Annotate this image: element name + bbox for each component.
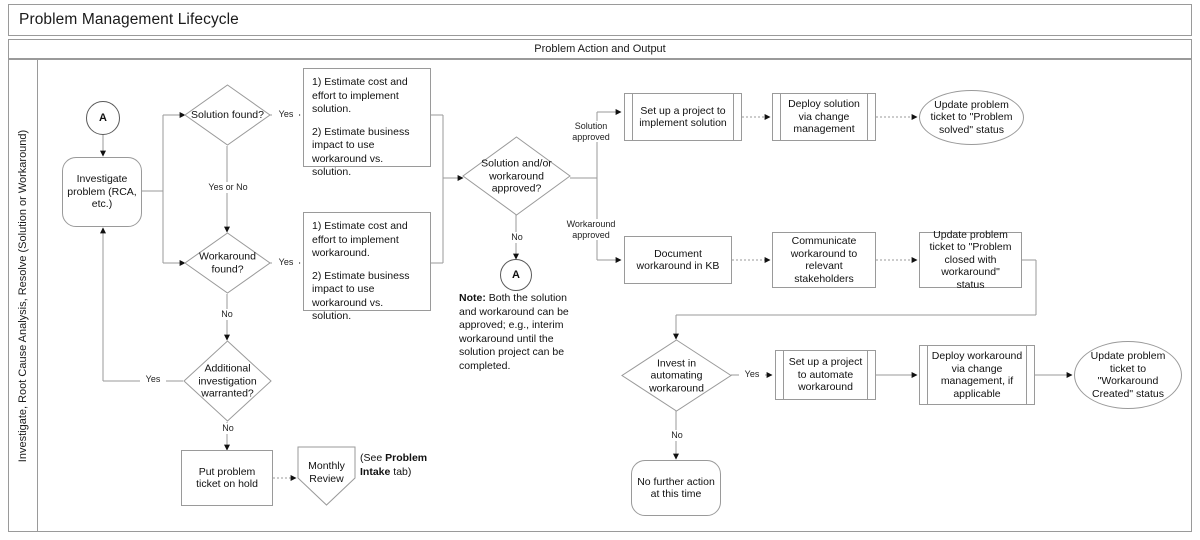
- note-estimate-solution-line2: 2) Estimate business impact to use worka…: [312, 125, 410, 179]
- swimlane-label: Investigate, Root Cause Analysis, Resolv…: [17, 129, 29, 462]
- decision-invest-automating: Invest in automating workaround: [621, 339, 732, 412]
- decision-invest-automating-label: Invest in automating workaround: [649, 356, 704, 394]
- note-see-problem-intake-tab: (See Problem Intake tab): [360, 452, 450, 484]
- swimlane-header: Investigate, Root Cause Analysis, Resolv…: [9, 60, 38, 531]
- edge-label-invest-no: No: [664, 430, 690, 441]
- node-deploy-workaround: Deploy workaround via change management,…: [919, 345, 1035, 405]
- note-estimate-solution-line1: 1) Estimate cost and effort to implement…: [312, 76, 408, 115]
- page-title: Problem Management Lifecycle: [19, 11, 239, 28]
- edge-label-solution-approved: Solution approved: [561, 121, 621, 142]
- note-approval-body: Both the solution and workaround can be …: [459, 292, 569, 372]
- decision-workaround-found: Workaround found?: [184, 232, 271, 294]
- note-approval-explanation: Note: Both the solution and workaround c…: [459, 292, 587, 376]
- node-communicate-workaround: Communicate workaround to relevant stake…: [772, 232, 876, 288]
- node-investigate-problem-label: Investigate problem (RCA, etc.): [67, 173, 137, 211]
- connector-a-top-label: A: [99, 111, 107, 124]
- node-deploy-workaround-label: Deploy workaround via change management,…: [931, 350, 1023, 400]
- decision-solution-found: Solution found?: [184, 84, 271, 146]
- title-bar: Problem Management Lifecycle: [8, 4, 1192, 36]
- note-approval-label: Note:: [459, 292, 486, 304]
- note-estimate-workaround: 1) Estimate cost and effort to implement…: [303, 212, 431, 322]
- node-put-ticket-on-hold-label: Put problem ticket on hold: [196, 465, 258, 491]
- edge-label-approval-no: No: [504, 232, 530, 243]
- edge-label-additional-yes: Yes: [140, 374, 166, 385]
- node-update-ticket-closed-workaround-label: Update problem ticket to "Problem closed…: [929, 228, 1012, 291]
- decision-approval: Solution and/or workaround approved?: [462, 136, 571, 216]
- pentagon-shape: [297, 446, 356, 506]
- note-estimate-workaround-line1: 1) Estimate cost and effort to implement…: [312, 220, 408, 259]
- node-deploy-solution-label: Deploy solution via change management: [788, 98, 860, 136]
- decision-approval-label: Solution and/or workaround approved?: [481, 157, 552, 195]
- node-document-workaround: Document workaround in KB: [624, 236, 732, 284]
- node-setup-project-automate: Set up a project to automate workaround: [775, 350, 876, 400]
- node-monthly-review: Monthly Review: [297, 446, 356, 506]
- decision-solution-found-label: Solution found?: [191, 108, 264, 121]
- edge-label-additional-no: No: [215, 423, 241, 434]
- node-no-further-action-label: No further action at this time: [637, 475, 715, 501]
- see-tab-bold: Problem Intake: [360, 452, 428, 478]
- node-update-ticket-workaround-created-label: Update problem ticket to "Workaround Cre…: [1090, 350, 1166, 400]
- node-put-ticket-on-hold: Put problem ticket on hold: [181, 450, 273, 506]
- node-investigate-problem: Investigate problem (RCA, etc.): [62, 157, 142, 227]
- diamond-shape: [621, 339, 732, 412]
- connector-a-bottom: A: [500, 259, 532, 291]
- note-estimate-solution: 1) Estimate cost and effort to implement…: [303, 68, 431, 178]
- column-band: Problem Action and Output: [8, 39, 1192, 59]
- see-tab-suffix: tab): [390, 465, 412, 478]
- decision-additional-investigation: Additional investigation warranted?: [183, 340, 272, 422]
- diamond-shape: [184, 232, 271, 294]
- diamond-shape: [184, 84, 271, 146]
- decision-workaround-found-label: Workaround found?: [198, 250, 256, 276]
- see-tab-prefix: (See: [360, 452, 386, 464]
- node-setup-project-automate-label: Set up a project to automate workaround: [788, 356, 863, 394]
- node-deploy-solution: Deploy solution via change management: [772, 93, 876, 141]
- node-update-ticket-solved-label: Update problem ticket to "Problem solved…: [930, 98, 1013, 136]
- edge-label-invest-yes: Yes: [739, 369, 765, 380]
- diamond-shape: [183, 340, 272, 422]
- edge-label-workaround-no: No: [214, 309, 240, 320]
- node-monthly-review-label: Monthly Review: [308, 460, 345, 485]
- node-communicate-workaround-label: Communicate workaround to relevant stake…: [790, 235, 858, 285]
- node-update-ticket-solved: Update problem ticket to "Problem solved…: [919, 90, 1024, 145]
- note-estimate-workaround-line2: 2) Estimate business impact to use worka…: [312, 269, 410, 323]
- node-document-workaround-label: Document workaround in KB: [636, 247, 720, 273]
- edge-label-workaround-approved: Workaround approved: [559, 219, 623, 240]
- node-update-ticket-workaround-created: Update problem ticket to "Workaround Cre…: [1074, 341, 1182, 409]
- node-setup-project-solution: Set up a project to implement solution: [624, 93, 742, 141]
- decision-additional-investigation-label: Additional investigation warranted?: [198, 362, 257, 400]
- column-band-label: Problem Action and Output: [534, 43, 666, 55]
- node-update-ticket-closed-workaround: Update problem ticket to "Problem closed…: [919, 229, 1022, 291]
- node-setup-project-solution-label: Set up a project to implement solution: [639, 104, 727, 130]
- edge-label-yes-or-no: Yes or No: [198, 182, 258, 193]
- connector-a-top: A: [86, 101, 120, 135]
- edge-label-workaround-yes: Yes: [273, 257, 299, 268]
- node-no-further-action: No further action at this time: [631, 460, 721, 516]
- diamond-shape: [462, 136, 571, 216]
- connector-a-bottom-label: A: [512, 268, 520, 281]
- edge-label-solution-yes: Yes: [273, 109, 299, 120]
